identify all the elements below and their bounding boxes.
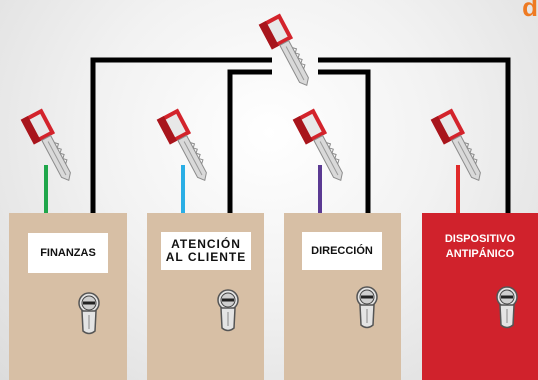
atencion-lock-icon [218,290,238,331]
finanzas-lock-icon [79,293,99,334]
antipanico-lock-icon [497,287,517,328]
direccion-lock-icon [357,287,377,328]
